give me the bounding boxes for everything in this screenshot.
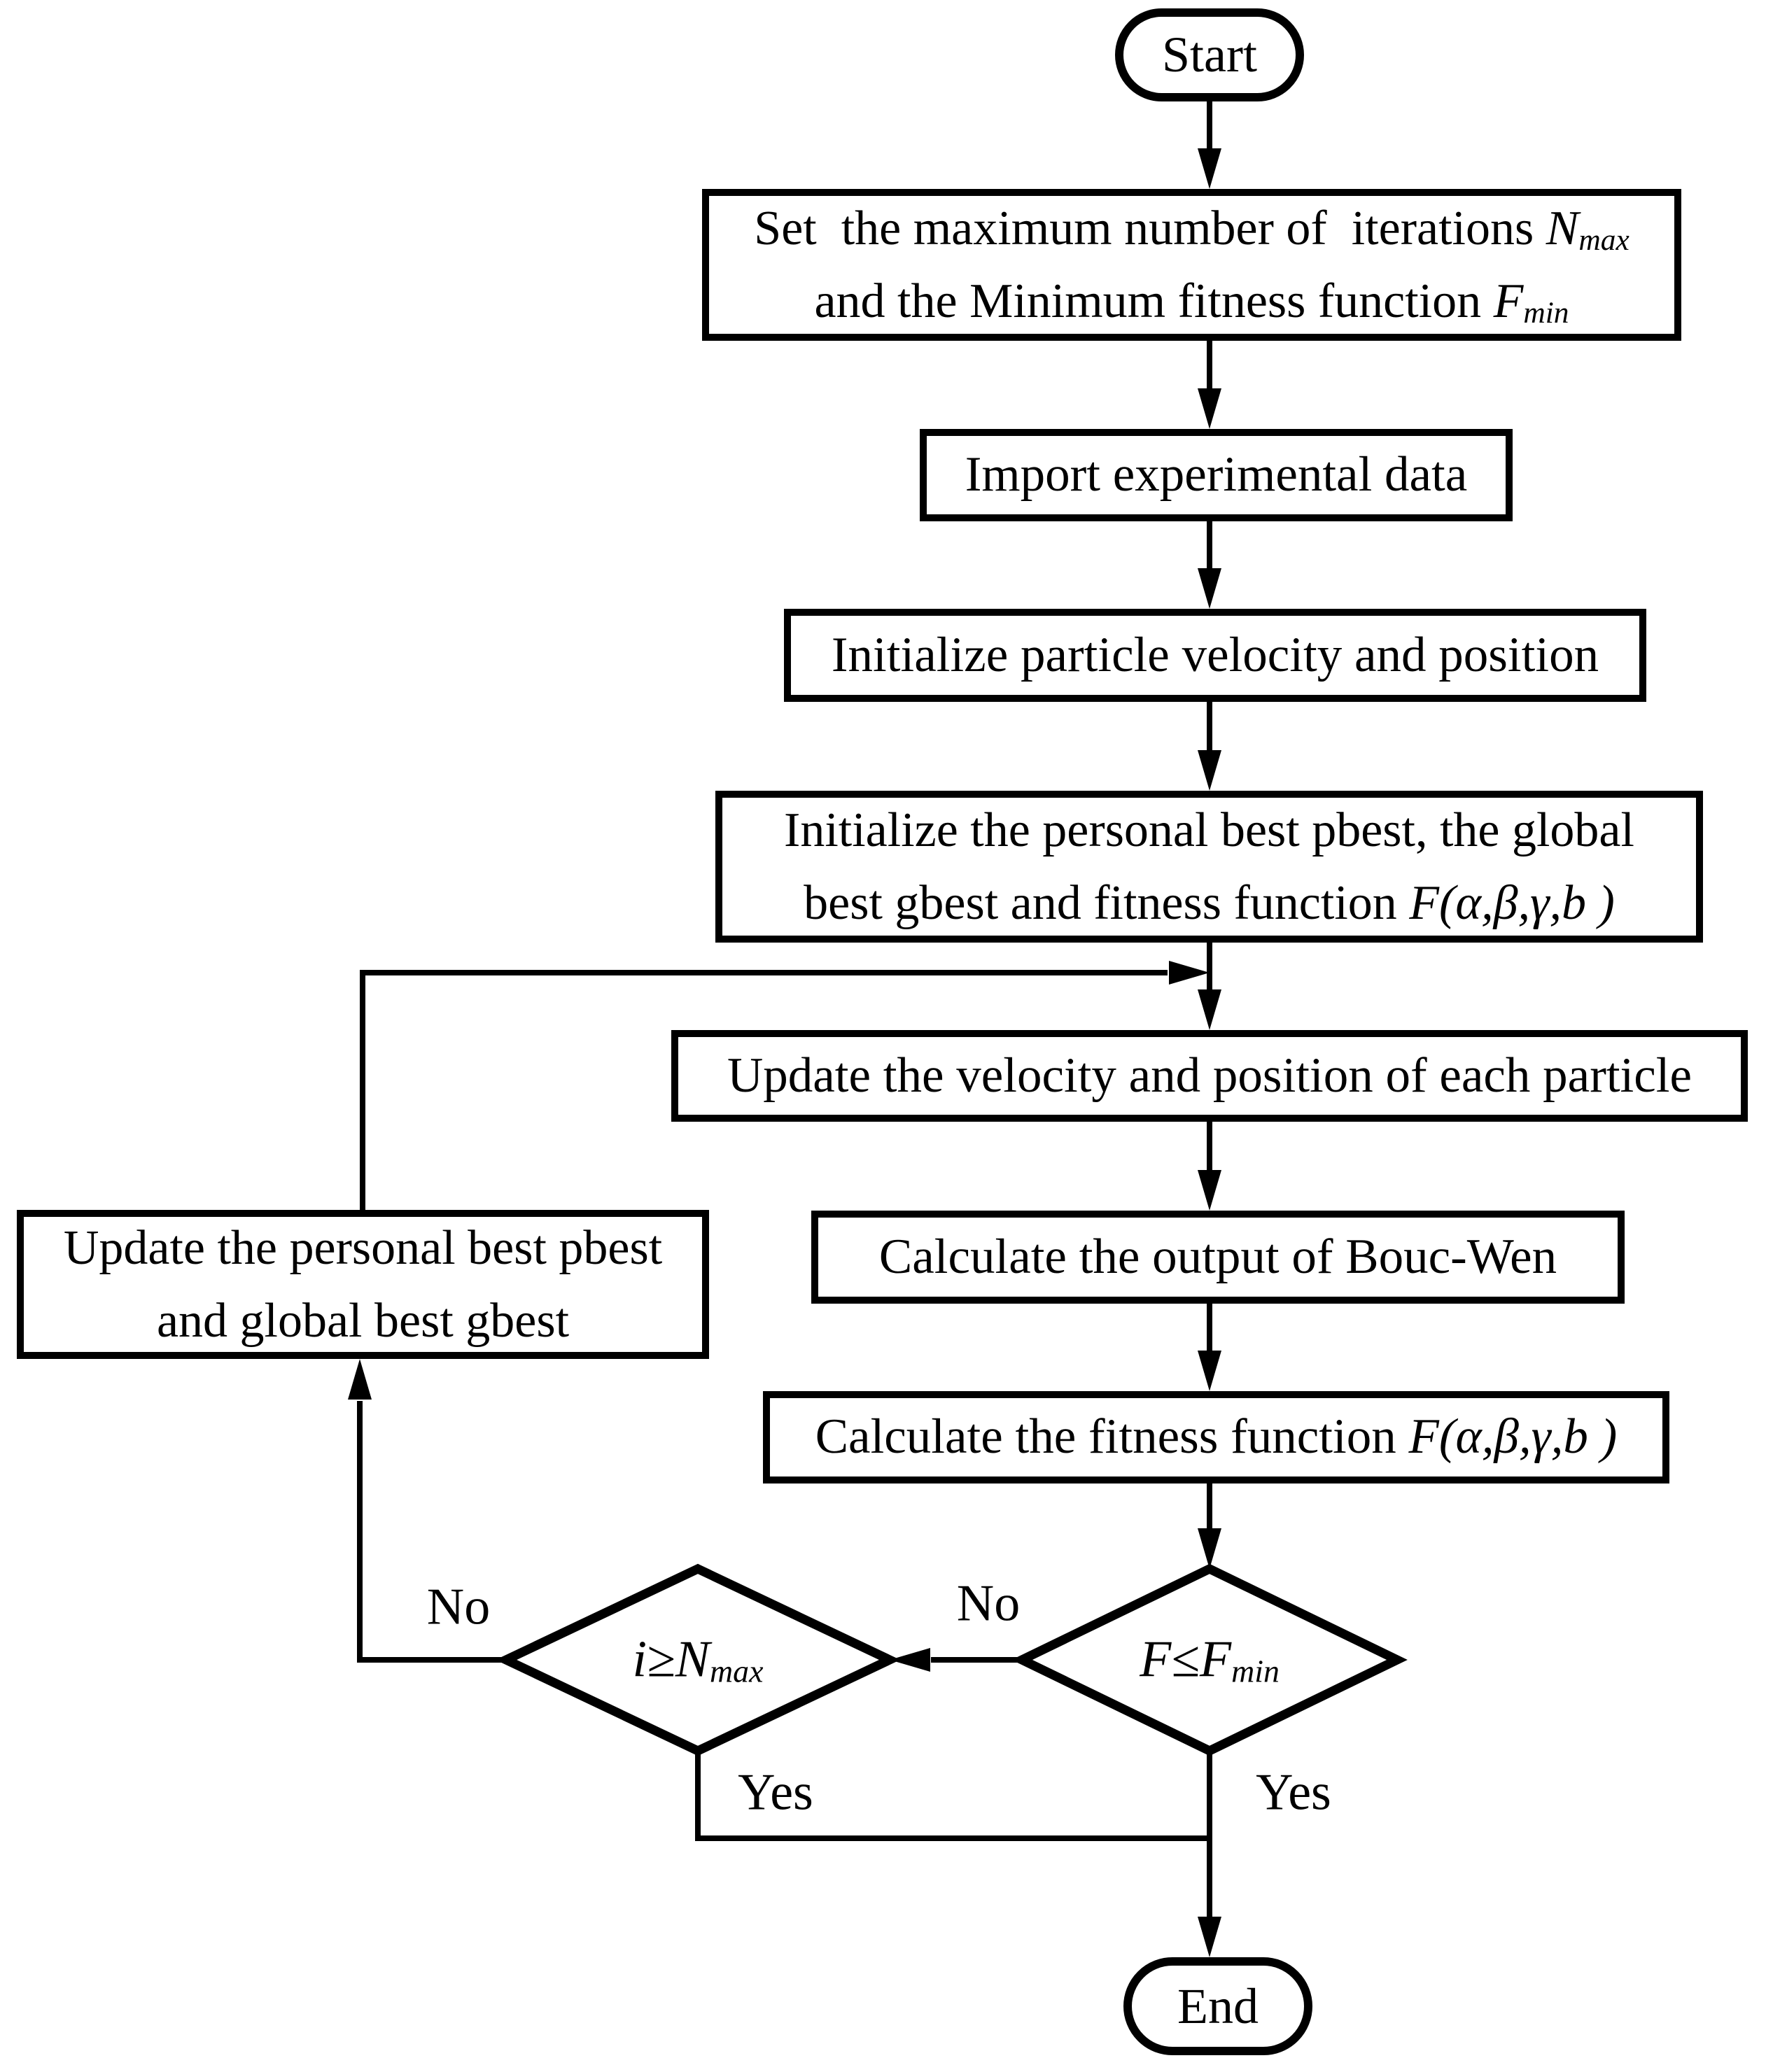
update-best-line2: and global best gbest (156, 1293, 570, 1348)
set-parameters-line1: Set the maximum number of iterations Nma… (754, 201, 1630, 257)
node-end: End (1123, 1957, 1312, 2055)
calculate-output-label: Calculate the output of Bouc-Wen (878, 1229, 1557, 1284)
node-initialize-best: Initialize the personal best pbest, the … (715, 791, 1703, 943)
node-update-velocity: Update the velocity and position of each… (671, 1030, 1748, 1122)
arrowheads (348, 148, 1221, 1957)
node-start: Start (1115, 8, 1304, 101)
connector-lines (357, 101, 1212, 1917)
update-velocity-label: Update the velocity and position of each… (727, 1048, 1693, 1103)
decision-diamond-iterations (495, 1563, 901, 1756)
node-set-parameters: Set the maximum number of iterations Nma… (702, 189, 1681, 341)
node-calculate-fitness: Calculate the fitness function F(α,β,γ,b… (763, 1391, 1669, 1483)
node-initialize-particles: Initialize particle velocity and positio… (784, 609, 1646, 702)
edge-label-no-fitness: No (956, 1574, 1021, 1633)
edge-label-yes-iterations: Yes (738, 1763, 813, 1821)
decision-iterations-label: i≥Nmax (632, 1630, 764, 1689)
calculate-fitness-label: Calculate the fitness function F(α,β,γ,b… (815, 1409, 1618, 1465)
import-data-label: Import experimental data (965, 447, 1468, 502)
decision-fitness-label: F≤Fmin (1140, 1630, 1280, 1689)
node-calculate-output: Calculate the output of Bouc-Wen (811, 1211, 1625, 1304)
node-import-data: Import experimental data (920, 429, 1513, 521)
start-label: Start (1162, 27, 1257, 83)
set-parameters-line2: and the Minimum fitness function Fmin (814, 274, 1569, 330)
initialize-particles-label: Initialize particle velocity and positio… (831, 627, 1599, 682)
initialize-best-line2: best gbest and fitness function F(α,β,γ,… (804, 875, 1615, 930)
edge-label-no-iterations: No (426, 1578, 491, 1636)
decision-diamond-fitness (1011, 1563, 1408, 1756)
edge-label-yes-fitness: Yes (1256, 1763, 1331, 1821)
node-update-best: Update the personal best pbest and globa… (17, 1210, 709, 1359)
end-label: End (1177, 1978, 1259, 2034)
initialize-best-line1: Initialize the personal best pbest, the … (784, 803, 1634, 857)
update-best-line1: Update the personal best pbest (63, 1220, 663, 1275)
